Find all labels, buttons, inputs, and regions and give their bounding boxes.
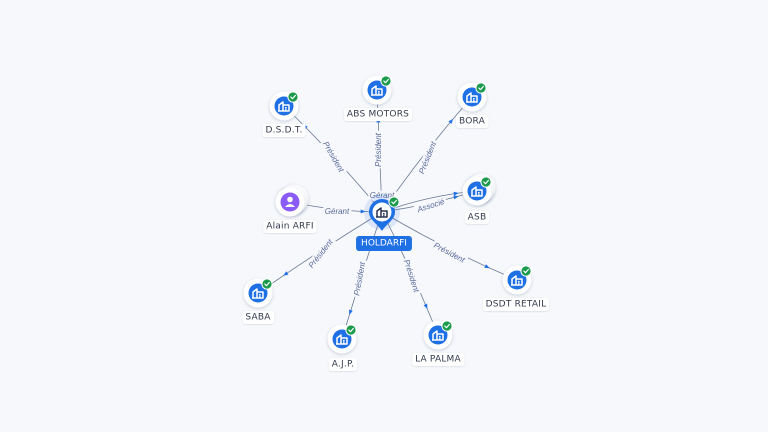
company-icon	[278, 101, 290, 112]
edge-arrow	[423, 303, 428, 310]
node-label-pill	[456, 115, 489, 128]
svg-text:Gérant: Gérant	[370, 191, 395, 200]
verified-check-icon	[287, 91, 299, 103]
svg-text:Président: Président	[307, 237, 335, 270]
center-label-pill	[356, 236, 412, 251]
node-ajp[interactable]: A.J.P.	[327, 324, 358, 371]
node-label-pill	[412, 353, 465, 366]
svg-text:Président: Président	[402, 258, 421, 294]
edge-label-dsdtretail: Président	[430, 239, 469, 266]
edge-label-ajp: Président	[351, 259, 368, 298]
company-icon	[511, 275, 523, 286]
node-label-pill	[482, 298, 550, 311]
verified-check-icon	[520, 265, 532, 277]
edge-arrow	[283, 271, 289, 276]
company-icon	[432, 330, 444, 341]
node-asb[interactable]: ASB	[462, 173, 496, 225]
verified-check-icon	[380, 75, 392, 87]
node-label: ASB	[468, 213, 487, 223]
verified-check-icon	[480, 176, 492, 188]
verified-check-icon	[388, 196, 400, 208]
svg-text:Président: Président	[432, 241, 467, 265]
node-saba[interactable]: SABA	[242, 278, 275, 324]
node-label: DSDT RETAIL	[486, 300, 547, 310]
node-label-pill	[242, 311, 275, 324]
edge-label-asb: Associé	[413, 196, 448, 216]
node-label: BORA	[459, 117, 486, 127]
node-label-pill	[262, 124, 306, 137]
edge-arrow	[360, 209, 366, 214]
node-lapalma[interactable]: LA PALMA	[412, 320, 465, 366]
svg-text:Président: Président	[352, 261, 367, 297]
edge-arrow	[453, 191, 459, 196]
node-label: LA PALMA	[415, 355, 461, 365]
nodes-layer: ABS MOTORS BORA D.S.D.T. ASB Alain ARFI DSDT …	[242, 75, 550, 371]
company-icon	[336, 334, 348, 345]
edge-label-saba: Président	[305, 235, 337, 271]
center-inner-circle	[372, 202, 392, 222]
verified-check-icon	[261, 278, 273, 290]
edge-label-alain: Gérant	[323, 206, 352, 217]
edge-arrow	[453, 195, 459, 200]
edge-arrow	[448, 118, 454, 124]
company-icon	[376, 207, 388, 218]
edge-label-bora: Président	[416, 138, 440, 177]
edge-arrow	[348, 309, 353, 315]
center-layer: HOLDARFI	[356, 194, 412, 251]
verified-check-icon	[345, 324, 357, 336]
node-label: D.S.D.T.	[265, 126, 302, 136]
svg-text:Gérant: Gérant	[325, 207, 350, 216]
node-label-pill	[328, 358, 358, 371]
svg-text:Président: Président	[374, 132, 383, 167]
company-icon	[471, 186, 483, 197]
edge-label-asb2: Gérant	[368, 190, 397, 201]
node-label: Alain ARFI	[266, 222, 313, 232]
edge-label-lapalma: Président	[401, 257, 422, 296]
company-icon	[252, 288, 264, 299]
node-bora[interactable]: BORA	[456, 82, 489, 128]
verified-check-icon	[475, 82, 487, 94]
edge-arrow	[484, 264, 490, 269]
node-label: ABS MOTORS	[347, 110, 409, 120]
company-icon	[466, 92, 478, 103]
node-absmotors[interactable]: ABS MOTORS	[343, 75, 413, 121]
node-label: A.J.P.	[332, 360, 354, 370]
center-label: HOLDARFI	[361, 239, 407, 249]
company-icon	[371, 85, 383, 96]
node-dsdtretail[interactable]: DSDT RETAIL	[482, 265, 550, 311]
center-node[interactable]: HOLDARFI	[356, 194, 412, 251]
node-label-pill	[343, 108, 413, 121]
node-label: SABA	[245, 313, 271, 323]
node-label-pill	[464, 211, 490, 224]
svg-text:Associé: Associé	[415, 197, 446, 215]
node-dsdt[interactable]: D.S.D.T.	[262, 91, 306, 137]
svg-text:Président: Président	[321, 140, 346, 174]
person-icon	[285, 196, 295, 207]
node-alain[interactable]: Alain ARFI	[263, 184, 317, 234]
edge-label-absmotors: Président	[373, 130, 384, 169]
node-label-pill	[263, 220, 317, 233]
edge-label-dsdt: Président	[320, 138, 347, 176]
verified-check-icon	[441, 320, 453, 332]
